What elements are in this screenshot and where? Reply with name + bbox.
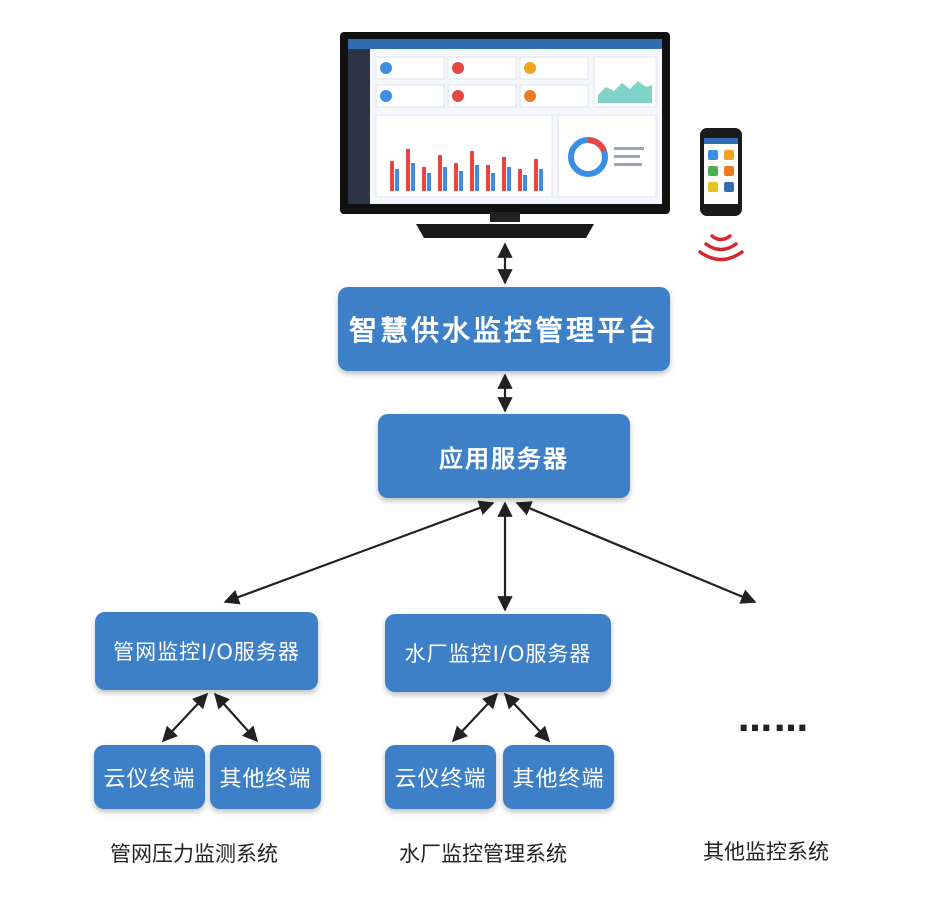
arrow-appserver-pipe-io <box>223 500 495 605</box>
mobile-phone-icon <box>700 128 742 216</box>
wifi-signal-icon <box>698 234 744 262</box>
monitor-stand-icon <box>416 212 594 238</box>
water-plant-io-server-node: 水厂监控I/O服务器 <box>385 614 611 692</box>
system-caption-other: 其他监控系统 <box>703 840 829 864</box>
app-server-node: 应用服务器 <box>378 414 630 498</box>
platform-node: 智慧供水监控管理平台 <box>338 287 670 371</box>
arrow-plant-io-cloud <box>451 692 499 743</box>
plant-other-terminal-node: 其他终端 <box>503 745 614 809</box>
phone-screen <box>704 138 738 204</box>
system-caption-water-plant: 水厂监控管理系统 <box>399 842 567 866</box>
plant-cloud-terminal-node: 云仪终端 <box>385 745 496 809</box>
pipe-network-io-server-node: 管网监控I/O服务器 <box>95 612 318 690</box>
system-caption-pipe-pressure: 管网压力监测系统 <box>110 842 278 866</box>
pipe-other-terminal-node: 其他终端 <box>210 745 321 809</box>
monitor-icon <box>340 32 670 214</box>
arrow-plant-io-other <box>503 692 551 743</box>
arrow-pipe-io-other <box>213 692 259 743</box>
dashboard-screen <box>348 39 662 204</box>
more-systems-ellipsis: …… <box>738 700 810 740</box>
arrow-appserver-other <box>515 501 757 604</box>
arrow-pipe-io-cloud <box>161 692 209 743</box>
pipe-cloud-terminal-node: 云仪终端 <box>94 745 205 809</box>
